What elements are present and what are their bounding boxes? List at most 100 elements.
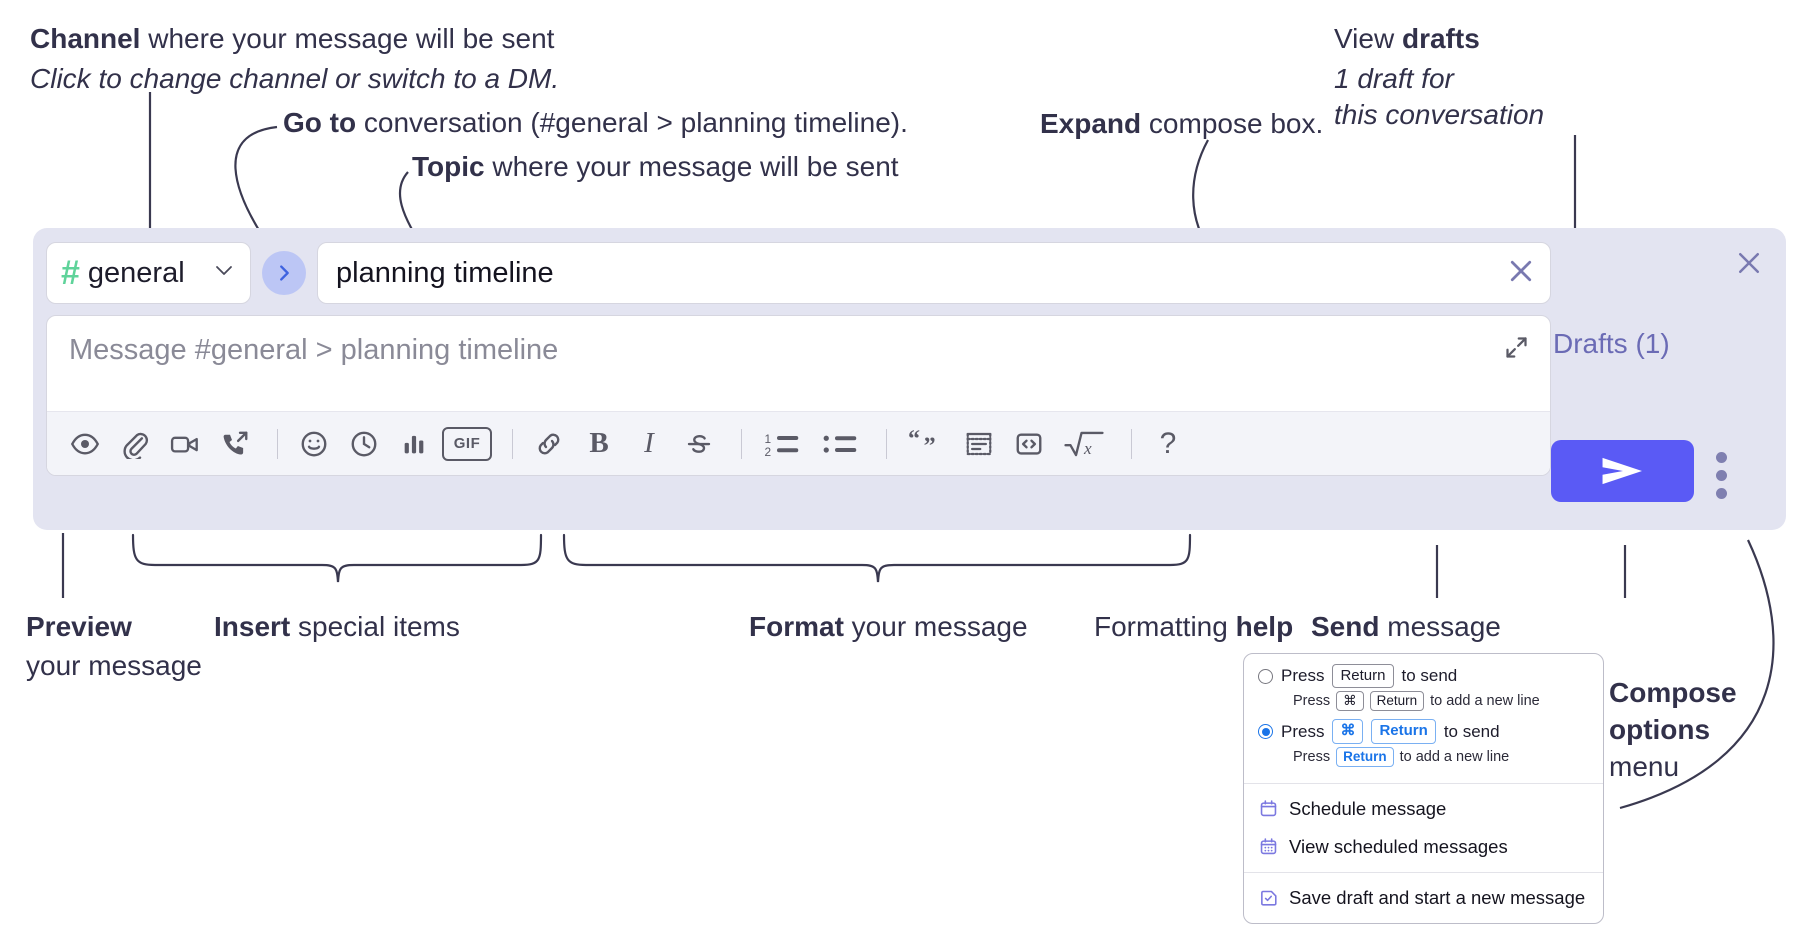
radio2-subtext: Press Return to add a new line xyxy=(1293,746,1589,767)
menu-divider xyxy=(1244,871,1603,873)
key-return: Return xyxy=(1332,664,1394,689)
key-return: Return xyxy=(1371,719,1436,744)
send-shortcut-options: Press Return to send Press ⌘ Return to a… xyxy=(1244,654,1603,783)
send-icon xyxy=(1602,457,1642,485)
key-command: ⌘ xyxy=(1332,719,1364,744)
chevron-down-icon xyxy=(212,258,236,288)
calendar-grid-icon xyxy=(1258,837,1278,857)
annotation-channel-italic: Click to change channel or switch to a D… xyxy=(30,63,560,95)
compose-box: # general planning timeline Message #gen… xyxy=(33,228,1786,530)
close-icon[interactable] xyxy=(1734,248,1764,283)
separator xyxy=(1131,428,1132,459)
strikethrough-icon[interactable] xyxy=(677,422,721,466)
close-icon[interactable] xyxy=(1506,256,1536,291)
menu-divider xyxy=(1244,782,1603,784)
mention-time-icon[interactable] xyxy=(342,422,386,466)
kebab-dot xyxy=(1716,488,1727,499)
annotation-expand-bold: Expand xyxy=(1040,108,1142,139)
radio-icon[interactable] xyxy=(1258,668,1273,684)
annotation-topic-bold: Topic xyxy=(412,151,485,182)
preview-icon[interactable] xyxy=(63,422,107,466)
code-icon[interactable] xyxy=(1007,422,1051,466)
annotation-channel-bold: Channel xyxy=(30,23,141,54)
separator xyxy=(512,428,513,459)
emoji-icon[interactable] xyxy=(292,422,336,466)
go-to-conversation-button[interactable] xyxy=(262,251,306,295)
message-placeholder: Message #general > planning timeline xyxy=(69,334,559,366)
svg-text:”: ” xyxy=(924,433,936,458)
attachment-icon[interactable] xyxy=(113,422,157,466)
key-return: Return xyxy=(1369,691,1425,712)
topic-value: planning timeline xyxy=(336,256,554,289)
menu-item-schedule-message[interactable]: Schedule message xyxy=(1244,790,1603,828)
separator xyxy=(277,428,278,459)
annotation-help-bold: help xyxy=(1235,611,1294,642)
gif-icon[interactable]: GIF xyxy=(442,426,492,461)
annotation-send-rest: message xyxy=(1379,611,1501,642)
expand-icon[interactable] xyxy=(1503,334,1530,366)
compose-options-menu: Press Return to send Press ⌘ Return to a… xyxy=(1243,653,1604,924)
annotation-insert: Insert special items xyxy=(214,610,460,644)
compose-inner: # general planning timeline Message #gen… xyxy=(46,242,1551,476)
formatting-toolbar: GIF B I 1 2 xyxy=(47,411,1550,475)
annotation-send-bold: Send xyxy=(1311,611,1380,642)
annotation-drafts-prefix: View xyxy=(1334,23,1402,54)
bold-icon[interactable]: B xyxy=(589,427,609,459)
annotation-goto-rest: conversation (#general > planning timeli… xyxy=(356,107,908,138)
annotation-insert-bold: Insert xyxy=(214,611,291,642)
radio1-press: Press xyxy=(1281,666,1325,686)
annotation-formatting-help: Formatting help xyxy=(1094,610,1293,644)
radio1-sub-tail: to add a new line xyxy=(1430,693,1540,710)
radio-option-return[interactable]: Press Return to send xyxy=(1258,664,1589,689)
radio2-press: Press xyxy=(1281,721,1325,741)
latex-icon[interactable]: x xyxy=(1057,422,1111,466)
menu-item-label: Save draft and start a new message xyxy=(1289,886,1586,908)
channel-selector[interactable]: # general xyxy=(46,242,251,304)
radio-icon-selected[interactable] xyxy=(1258,724,1273,740)
key-return: Return xyxy=(1336,746,1394,767)
annotation-compose-bold-1: Compose xyxy=(1609,677,1737,708)
radio-option-cmd-return[interactable]: Press ⌘ Return to send xyxy=(1258,719,1589,744)
send-button[interactable] xyxy=(1551,440,1694,502)
audio-clip-icon[interactable] xyxy=(213,422,257,466)
hash-icon: # xyxy=(61,254,80,292)
annotation-preview-bold: Preview xyxy=(26,611,132,642)
radio2-tail: to send xyxy=(1443,721,1500,741)
annotation-insert-rest: special items xyxy=(290,611,460,642)
svg-text:2: 2 xyxy=(765,444,772,458)
bulleted-list-icon[interactable] xyxy=(814,422,866,466)
menu-item-label: Schedule message xyxy=(1289,797,1447,819)
menu-item-save-draft[interactable]: Save draft and start a new message xyxy=(1244,879,1603,917)
video-clip-icon[interactable] xyxy=(163,422,207,466)
compose-header-row: # general planning timeline xyxy=(46,242,1551,304)
radio1-sub-press: Press xyxy=(1293,693,1331,710)
italic-icon[interactable]: I xyxy=(644,427,654,459)
annotation-topic: Topic where your message will be sent xyxy=(412,150,899,184)
message-input[interactable]: Message #general > planning timeline xyxy=(47,316,1550,411)
annotation-drafts-italic-2: this conversation xyxy=(1334,99,1545,131)
annotation-format-rest: your message xyxy=(843,611,1028,642)
svg-text:“: “ xyxy=(908,429,920,452)
poll-icon[interactable] xyxy=(392,422,436,466)
radio1-tail: to send xyxy=(1401,666,1458,686)
help-icon[interactable]: ? xyxy=(1159,426,1177,460)
menu-item-view-scheduled-messages[interactable]: View scheduled messages xyxy=(1244,828,1603,866)
svg-text:x: x xyxy=(1083,438,1092,457)
kebab-dot xyxy=(1716,452,1727,463)
blockquote-icon[interactable]: “ ” xyxy=(901,422,951,466)
topic-input[interactable]: planning timeline xyxy=(317,242,1551,304)
ordered-list-icon[interactable]: 1 2 xyxy=(756,422,808,466)
annotation-expand: Expand compose box. xyxy=(1040,107,1323,141)
link-icon[interactable] xyxy=(527,422,571,466)
annotation-help-prefix: Formatting xyxy=(1094,611,1236,642)
kebab-dot xyxy=(1716,470,1727,481)
annotation-preview-rest: your message xyxy=(26,650,202,682)
annotation-channel-rest: where your message will be sent xyxy=(140,23,555,54)
annotation-compose-bold-2: options xyxy=(1609,713,1711,745)
code-block-icon[interactable] xyxy=(957,422,1001,466)
compose-options-button[interactable] xyxy=(1716,452,1727,499)
drafts-link[interactable]: Drafts (1) xyxy=(1553,328,1670,359)
key-command: ⌘ xyxy=(1336,691,1364,712)
annotation-format: Format your message xyxy=(749,610,1028,644)
separator xyxy=(741,428,742,459)
